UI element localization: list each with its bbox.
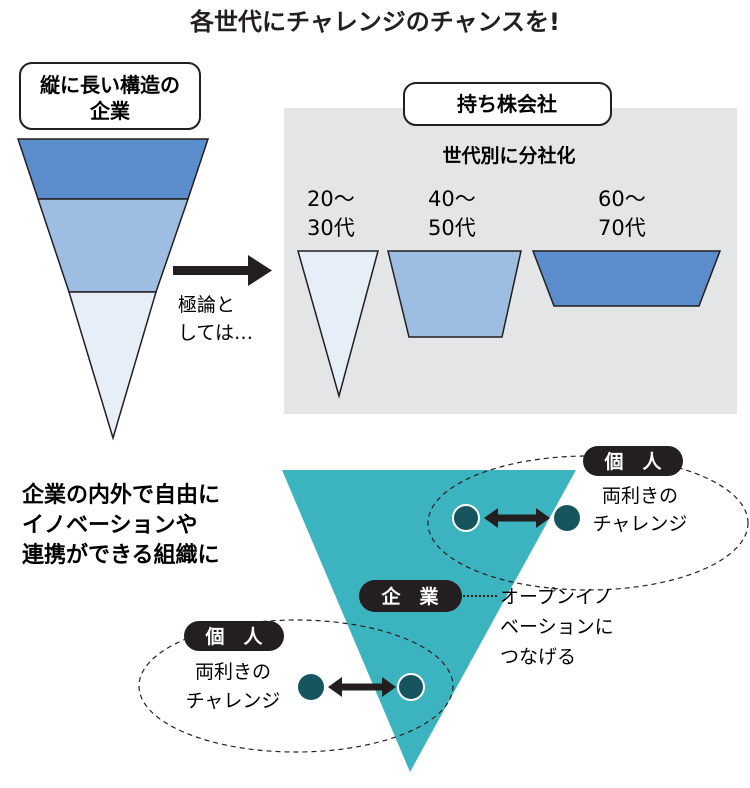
funnel-band-middle — [36, 198, 190, 293]
individual-top-badge: 個 人 — [583, 446, 683, 476]
bottom-double-arrow — [328, 677, 396, 697]
arrow-caption-line2: しては… — [178, 322, 253, 344]
gen-shape-40-50 — [387, 250, 522, 338]
top-inner-dot — [452, 504, 480, 532]
bottom-heading-line1: 企業の内外で自由に — [21, 482, 220, 508]
bottom-outer-dot — [298, 674, 324, 700]
top-double-arrow — [484, 508, 550, 528]
gen-label-3-line2: 70代 — [598, 216, 646, 240]
company-triangle — [282, 470, 576, 772]
gen-label-2-line1: 40〜 — [428, 187, 476, 211]
individual-top-badge-text: 個 人 — [603, 451, 662, 473]
company-badge-text: 企 業 — [380, 585, 439, 608]
vertical-company-label: 縦に長い構造の 企業 — [19, 62, 201, 130]
holding-subtitle: 世代別に分社化 — [442, 144, 575, 167]
vertical-company-label-line2: 企業 — [89, 99, 131, 123]
right-arrow — [173, 255, 272, 286]
open-innovation-line1: オープンイノ — [500, 586, 613, 608]
gen-label-2-line2: 50代 — [428, 216, 476, 240]
individual-top-line1: 両利きの — [602, 485, 678, 507]
diagram-title: 各世代にチャレンジのチャンスを! — [189, 8, 560, 36]
gen-shape-20-30 — [297, 250, 379, 399]
individual-bottom-line2: チャレンジ — [186, 690, 281, 712]
bottom-heading-line3: 連携ができる組織に — [22, 542, 220, 568]
individual-bottom-ellipse — [138, 619, 454, 753]
funnel-band-top — [16, 138, 210, 200]
individual-top-line2: チャレンジ — [593, 513, 688, 535]
funnel-band-bottom — [67, 291, 158, 441]
top-outer-dot — [554, 505, 580, 531]
vertical-company-label-line1: 縦に長い構造の — [40, 73, 180, 97]
gen-shape-60-70 — [531, 250, 722, 307]
bottom-heading-line2: イノベーションや — [22, 513, 198, 538]
company-badge: 企 業 — [359, 580, 462, 612]
individual-bottom-badge: 個 人 — [184, 621, 284, 651]
holding-label-text: 持ち株会社 — [457, 92, 557, 116]
vertical-funnel — [16, 138, 210, 441]
gen-label-1-line1: 20〜 — [307, 187, 355, 211]
arrow-caption-line1: 極論と — [178, 294, 235, 316]
individual-top-ellipse — [427, 455, 749, 591]
individual-bottom-badge-text: 個 人 — [204, 626, 263, 648]
gen-label-3-line1: 60〜 — [598, 187, 646, 211]
holding-label: 持ち株会社 — [403, 82, 612, 126]
bottom-inner-dot — [397, 673, 425, 701]
open-innovation-line3: つなげる — [500, 646, 576, 668]
individual-bottom-line1: 両利きの — [195, 661, 271, 683]
open-innovation-line2: ベーションに — [500, 616, 614, 638]
gen-label-1-line2: 30代 — [307, 216, 355, 240]
